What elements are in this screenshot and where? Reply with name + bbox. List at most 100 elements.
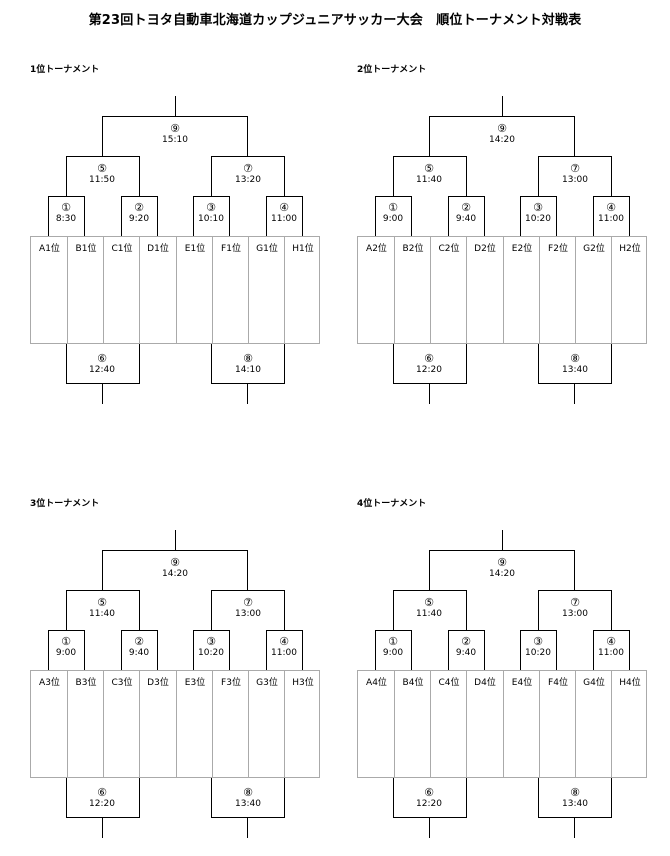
bracket-line [229, 630, 230, 670]
bracket-line [502, 530, 503, 550]
bracket-line [175, 530, 176, 550]
team-slots: A3位 B3位 C3位 D3位 E3位 F3位 G3位 H3位 [30, 670, 320, 778]
bracket-line [466, 778, 467, 818]
bracket-line [247, 550, 248, 590]
bracket-line [538, 156, 612, 157]
bracket-line [175, 96, 176, 116]
team-slot: E1位 [176, 237, 213, 343]
team-slot: G2位 [575, 237, 612, 343]
bracket-line [266, 630, 303, 631]
bracket-line [520, 196, 557, 197]
bracket-line [502, 96, 503, 116]
bracket-line [157, 630, 158, 670]
bracket-line [193, 630, 194, 670]
bracket-line [393, 817, 467, 818]
team-slot: B3位 [67, 671, 104, 777]
bracket-line [556, 196, 557, 236]
bracket-line [211, 817, 285, 818]
bracket-line [393, 778, 394, 818]
bracket-line [193, 196, 194, 236]
bracket-line [84, 630, 85, 670]
bracket-line [538, 156, 539, 196]
bracket-line [211, 383, 285, 384]
bracket-line [611, 590, 612, 630]
bracket-line [429, 116, 575, 117]
bracket-line [247, 818, 248, 838]
bracket-line [121, 630, 122, 670]
bracket-line [139, 778, 140, 818]
bracket-line [302, 630, 303, 670]
bracket-line [266, 630, 267, 670]
bracket-label: 1位トーナメント [30, 65, 100, 75]
bracket-line [102, 818, 103, 838]
team-slot: F1位 [212, 237, 249, 343]
bracket-line [393, 383, 467, 384]
bracket-line [484, 630, 485, 670]
bracket-line [375, 196, 376, 236]
bracket-line [448, 630, 449, 670]
bracket-line [429, 818, 430, 838]
bracket-line [538, 778, 539, 818]
team-slot: B2位 [394, 237, 431, 343]
bracket-line [375, 630, 376, 670]
bracket-line [266, 196, 303, 197]
bracket-line [66, 590, 140, 591]
bracket-line [429, 550, 430, 590]
bracket-line [393, 156, 394, 196]
bracket-line [84, 196, 85, 236]
bracket-line [484, 196, 485, 236]
bracket-line [121, 196, 158, 197]
team-slot: C1位 [103, 237, 140, 343]
bracket-line [211, 590, 285, 591]
bracket-line [448, 196, 449, 236]
bracket-line [593, 630, 594, 670]
bracket-line [102, 116, 103, 156]
team-slot: D4位 [466, 671, 503, 777]
bracket-line [393, 590, 394, 630]
team-slot: G3位 [248, 671, 285, 777]
team-slot: C2位 [430, 237, 467, 343]
team-slot: B4位 [394, 671, 431, 777]
bracket-label: 4位トーナメント [357, 499, 427, 509]
team-slot: H2位 [611, 237, 648, 343]
bracket-line [139, 156, 140, 196]
team-slot: D2位 [466, 237, 503, 343]
bracket-line [448, 196, 485, 197]
bracket-line [520, 196, 521, 236]
team-slot: E3位 [176, 671, 213, 777]
bracket-line [193, 630, 230, 631]
bracket-line [211, 156, 212, 196]
bracket-line [48, 196, 85, 197]
team-slot: D3位 [139, 671, 176, 777]
bracket-line [466, 344, 467, 384]
bracket-line [520, 630, 557, 631]
team-slot: C3位 [103, 671, 140, 777]
bracket-line [48, 630, 49, 670]
bracket-line [102, 384, 103, 404]
bracket-line [375, 630, 412, 631]
bracket-line [574, 818, 575, 838]
team-slot: G4位 [575, 671, 612, 777]
bracket-line [556, 630, 557, 670]
bracket-line [538, 344, 539, 384]
bracket-line [411, 630, 412, 670]
